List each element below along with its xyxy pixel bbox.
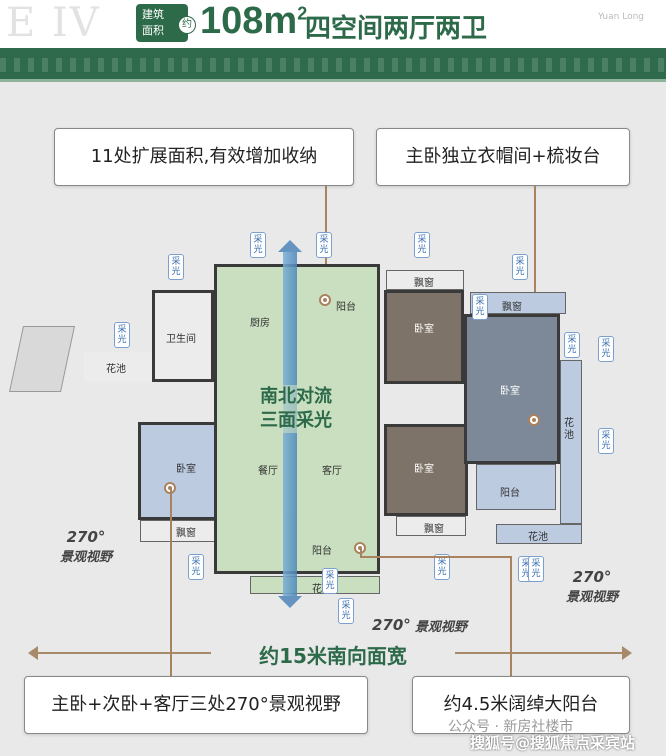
ac-unit bbox=[8, 326, 76, 392]
area-sup: 2 bbox=[297, 3, 308, 24]
flower-bed-bottom bbox=[250, 576, 380, 594]
callout-master-closet: 主卧独立衣帽间+梳妆台 bbox=[376, 128, 630, 186]
light-marker-3: 采光 bbox=[168, 254, 184, 280]
header: E IV 建筑 面积 约 108m2 四空间两厅两卫 Yuan Long bbox=[0, 0, 666, 48]
callout-storage: 11处扩展面积,有效增加收纳 bbox=[54, 128, 354, 186]
light-marker-2: 采光 bbox=[316, 232, 332, 258]
area-number: 108m bbox=[200, 0, 298, 42]
bay-window-right bbox=[470, 292, 566, 314]
label-flower-left: 花池 bbox=[106, 364, 126, 375]
light-marker-6: 采光 bbox=[114, 322, 130, 348]
light-marker-8: 采光 bbox=[598, 336, 614, 362]
room-bedroom-mid-bottom bbox=[384, 424, 468, 516]
watermark-sohu: 搜狐号@搜狐焦点采宾站 bbox=[470, 734, 636, 752]
area-badge: 建筑 面积 约 bbox=[136, 4, 196, 42]
bay-window-mid-bottom bbox=[396, 516, 466, 536]
marker-dot-storage bbox=[319, 294, 331, 306]
badge-line2: 面积 bbox=[142, 24, 164, 37]
view-label-bottom: 270° 景观视野 bbox=[372, 616, 467, 635]
flower-bed-right-side bbox=[560, 360, 582, 524]
view-left-deg: 270° bbox=[66, 528, 106, 546]
room-bedroom-mid-top bbox=[384, 290, 464, 384]
band-pattern bbox=[0, 58, 666, 72]
convection-line1: 南北对流 bbox=[260, 386, 332, 407]
label-flower-right-side: 花池 bbox=[564, 418, 574, 441]
badge-line1: 建筑 bbox=[142, 8, 164, 21]
light-marker-10: 采光 bbox=[188, 554, 204, 580]
light-marker-11: 采光 bbox=[434, 554, 450, 580]
leader-views bbox=[170, 488, 172, 676]
badge-yue: 约 bbox=[178, 16, 196, 34]
ghost-letters: E IV bbox=[6, 0, 101, 46]
flower-bed-right-bottom bbox=[496, 524, 582, 544]
label-bedroom-mid-top: 卧室 bbox=[414, 324, 434, 335]
balcony-right bbox=[476, 464, 556, 510]
convection-line2: 三面采光 bbox=[260, 410, 332, 431]
light-marker-1: 采光 bbox=[250, 232, 266, 258]
label-bedroom-mid-bottom: 卧室 bbox=[414, 464, 434, 475]
label-living: 客厅 bbox=[322, 466, 342, 477]
label-bathroom: 卫生间 bbox=[166, 334, 196, 345]
label-dining: 餐厅 bbox=[258, 466, 278, 477]
view-bottom-text: 景观视野 bbox=[414, 620, 467, 635]
label-bay-right: 飘窗 bbox=[502, 302, 522, 313]
decorative-band bbox=[0, 48, 666, 82]
callout-balcony: 约4.5米阔绰大阳台 bbox=[412, 676, 630, 734]
room-master-bedroom bbox=[464, 314, 560, 464]
label-flower-right-bottom: 花池 bbox=[528, 532, 548, 543]
leader-balcony-v2 bbox=[510, 556, 512, 676]
label-balcony-bottom: 阳台 bbox=[312, 546, 332, 557]
label-bedroom-left: 卧室 bbox=[176, 464, 196, 475]
marker-dot-closet bbox=[528, 414, 540, 426]
view-left-text: 景观视野 bbox=[60, 550, 113, 565]
layout-description: 四空间两厅两卫 bbox=[305, 14, 488, 44]
view-right-text: 景观视野 bbox=[566, 590, 619, 605]
band-edge bbox=[0, 79, 666, 82]
light-marker-5: 采光 bbox=[512, 254, 528, 280]
view-label-right: 270° 景观视野 bbox=[566, 568, 618, 605]
view-label-left: 270° 景观视野 bbox=[60, 528, 112, 565]
watermark-account: 公众号 · 新房社楼市 bbox=[448, 719, 574, 735]
label-bay-left: 飘窗 bbox=[176, 528, 196, 539]
convection-label: 南北对流 三面采光 bbox=[250, 385, 342, 433]
bay-window-mid-top bbox=[386, 270, 464, 290]
label-balcony-right: 阳台 bbox=[500, 488, 520, 499]
callout-views: 主卧+次卧+客厅三处270°景观视野 bbox=[24, 676, 368, 734]
room-bathroom bbox=[152, 290, 214, 382]
light-marker-7: 采光 bbox=[564, 332, 580, 358]
light-marker-14: 采光 bbox=[338, 598, 354, 624]
light-marker-15: 采光 bbox=[528, 556, 544, 582]
label-master-bedroom: 卧室 bbox=[500, 386, 520, 397]
view-right-deg: 270° bbox=[572, 568, 612, 586]
light-marker-13: 采光 bbox=[322, 568, 338, 594]
label-bay-mid-bottom: 飘窗 bbox=[424, 524, 444, 535]
area-value: 108m2 bbox=[200, 0, 307, 43]
flower-bed-left bbox=[84, 352, 152, 382]
label-kitchen: 厨房 bbox=[250, 318, 270, 329]
light-marker-4: 采光 bbox=[414, 232, 430, 258]
leader-balcony-h bbox=[360, 556, 510, 558]
light-marker-16: 采光 bbox=[472, 294, 488, 320]
light-marker-9: 采光 bbox=[598, 428, 614, 454]
corner-mark: Yuan Long bbox=[597, 12, 644, 22]
view-bottom-deg: 270° bbox=[372, 616, 411, 634]
label-bay-mid-top: 飘窗 bbox=[414, 278, 434, 289]
leader-balcony-v bbox=[360, 548, 362, 556]
frontage-label: 约15米南向面宽 bbox=[211, 640, 455, 669]
label-balcony-top: 阳台 bbox=[336, 302, 356, 313]
